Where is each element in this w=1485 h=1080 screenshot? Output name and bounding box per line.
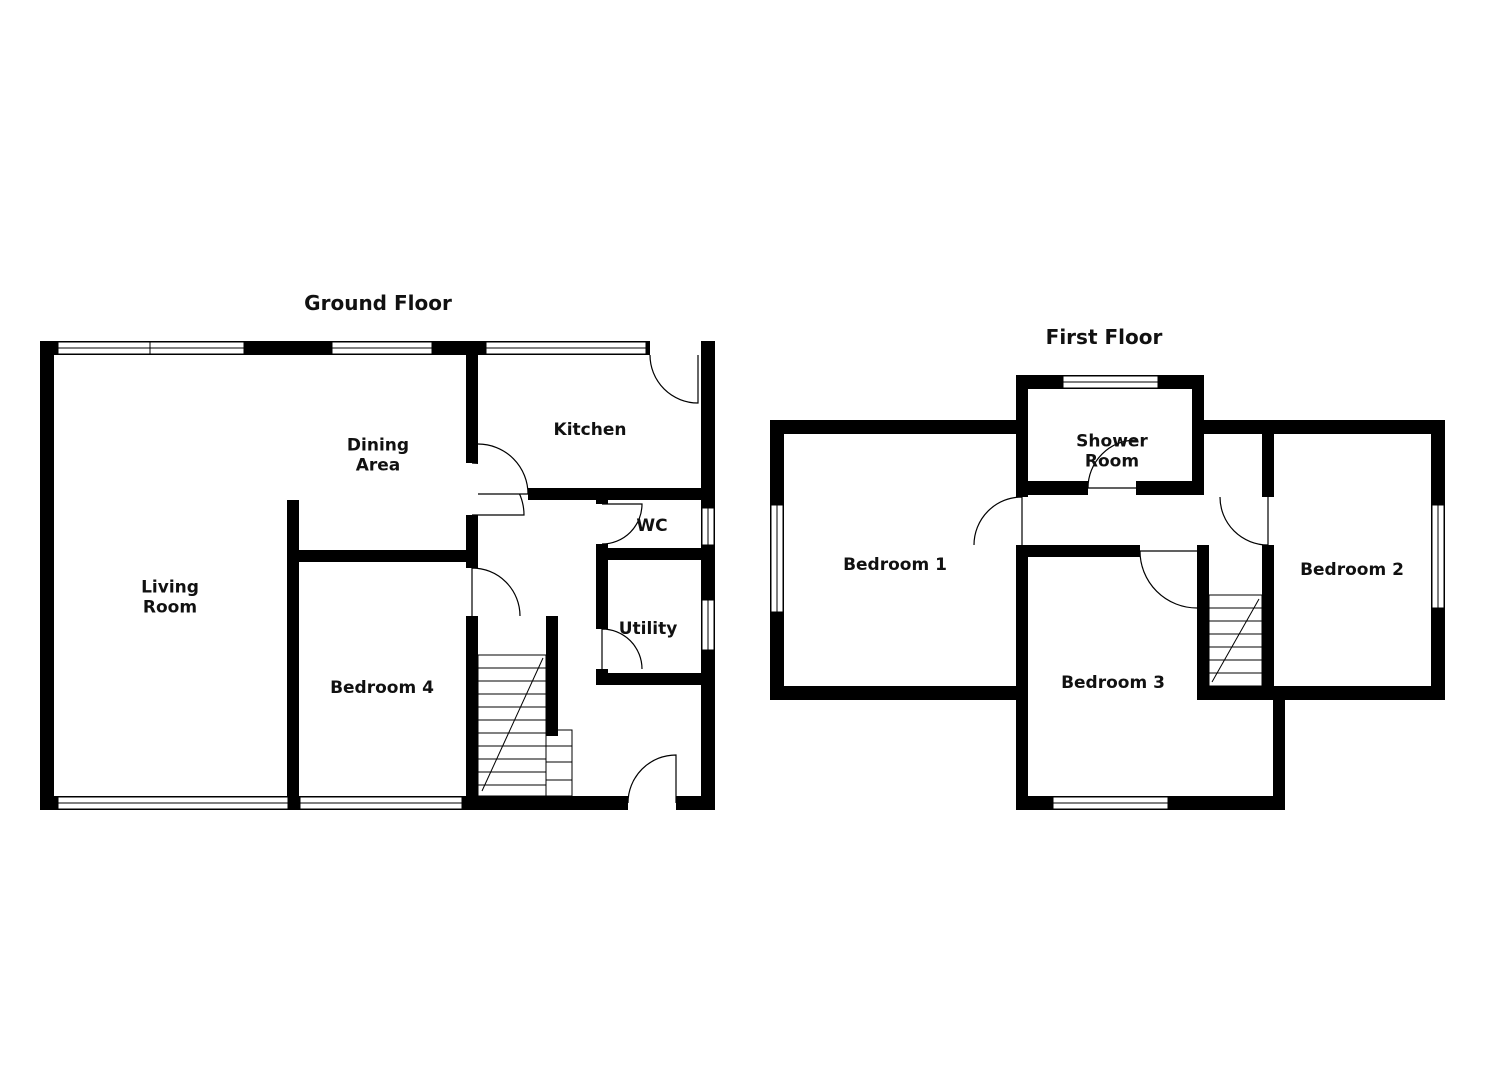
window (770, 504, 784, 613)
stairs-landing-outline (545, 729, 573, 797)
wall-segment (1262, 434, 1274, 686)
room-label-shower-room: Shower Room (1076, 431, 1148, 472)
wall-segment (596, 548, 715, 560)
room-label-utility: Utility (618, 618, 678, 639)
wall-segment (1192, 375, 1204, 495)
wall-segment (1262, 686, 1445, 700)
room-label-wc: WC (636, 515, 668, 536)
window (1431, 504, 1445, 609)
wall-segment (1016, 375, 1028, 810)
window (485, 341, 647, 355)
wall-segment (1197, 686, 1285, 700)
window (299, 796, 463, 810)
room-label-bedroom-2: Bedroom 2 (1300, 559, 1404, 580)
wall-segment (770, 686, 1028, 700)
stairs-outline (477, 654, 547, 797)
wall-segment (1192, 420, 1445, 434)
first-doors (973, 439, 1269, 609)
ground-stairs (477, 654, 573, 797)
door-arc (1087, 439, 1137, 489)
door-arc (1139, 550, 1198, 609)
door-arc (1219, 496, 1269, 546)
window (1062, 375, 1159, 389)
first-windows (770, 375, 1445, 810)
wall-segment (546, 616, 558, 736)
window (57, 796, 289, 810)
ground-floor-title: Ground Floor (304, 291, 452, 315)
stairs-outline (1208, 594, 1263, 687)
first-floor-plan (770, 375, 1445, 810)
window (701, 507, 715, 546)
stairs-direction-line (481, 657, 544, 792)
room-label-dining-area: Dining Area (346, 435, 410, 476)
door-opening (650, 341, 701, 355)
door-arc (627, 754, 677, 804)
door-arc (471, 567, 521, 617)
wall-segment (287, 550, 478, 562)
wall-segment (701, 341, 715, 810)
wall-segment (1273, 686, 1285, 810)
window (331, 341, 433, 355)
door-arc (601, 628, 643, 670)
first-floor-title: First Floor (1045, 325, 1163, 349)
door-arc (477, 443, 529, 495)
first-stairs (1208, 594, 1263, 687)
room-label-living-room: Living Room (141, 577, 199, 618)
stairs-direction-line (1211, 598, 1260, 683)
wall-segment (770, 420, 1028, 434)
window (701, 599, 715, 651)
window (57, 341, 245, 355)
ground-floor-plan (40, 341, 715, 810)
wall-segment (1197, 545, 1209, 700)
room-label-bedroom-1: Bedroom 1 (843, 554, 947, 575)
wall-segment (40, 341, 54, 810)
door-arc (973, 496, 1023, 546)
door-arc (649, 354, 699, 404)
wall-segment (287, 500, 299, 796)
window (1052, 796, 1169, 810)
room-label-kitchen: Kitchen (553, 419, 627, 440)
room-label-bedroom-3: Bedroom 3 (1061, 672, 1165, 693)
wall-segment (596, 673, 715, 685)
ground-walls (40, 341, 715, 810)
door-arc (601, 503, 643, 545)
ground-windows (57, 341, 715, 810)
ground-door-openings (466, 341, 701, 810)
ground-doors (471, 354, 699, 804)
room-label-bedroom-4: Bedroom 4 (330, 677, 434, 698)
